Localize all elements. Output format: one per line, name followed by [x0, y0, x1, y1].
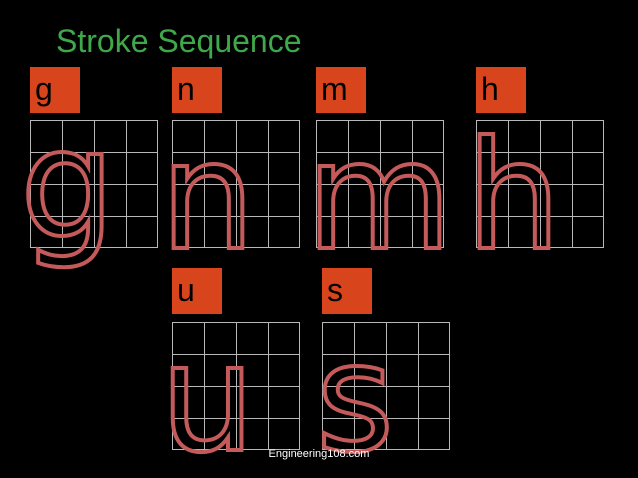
practice-grid-h [476, 120, 604, 248]
practice-grid-m [316, 120, 444, 248]
slide-title: Stroke Sequence [56, 23, 302, 59]
glyph-g: g [20, 98, 115, 272]
letter-badge-u: u [172, 268, 222, 314]
letter-badge-h: h [476, 67, 526, 113]
letter-badge-g: g [30, 67, 80, 113]
glyph-u: u [160, 312, 255, 478]
footer-source: Engineering108.com [268, 448, 370, 460]
letter-badge-n: n [172, 67, 222, 113]
practice-grid-u [172, 322, 300, 450]
letter-badge-s: s [322, 268, 372, 314]
practice-grid-n [172, 120, 300, 248]
glyph-n: n [160, 110, 255, 284]
letter-badge-m: m [316, 67, 366, 113]
glyph-h: h [466, 110, 561, 284]
glyph-m: m [306, 110, 452, 284]
glyph-s: s [316, 312, 394, 478]
practice-grid-s [322, 322, 450, 450]
practice-grid-g [30, 120, 158, 248]
